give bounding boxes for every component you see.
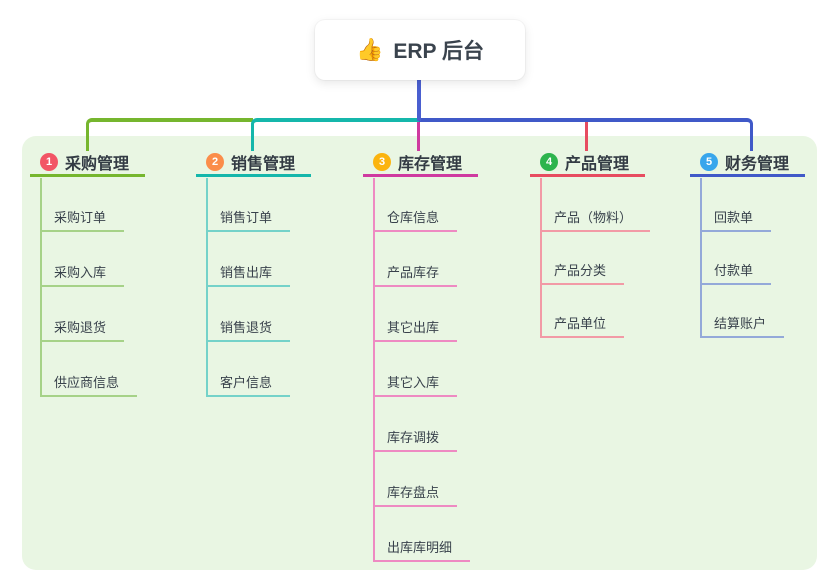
subitem-row[interactable]: 产品库存 [373, 260, 458, 287]
branch-title: 采购管理 [65, 156, 130, 173]
connector-drop-branch-4 [585, 122, 588, 151]
root-label: ERP 后台 [393, 40, 485, 63]
subitem-row[interactable]: 销售出库 [206, 260, 291, 287]
subitem-row[interactable]: 产品单位 [540, 311, 625, 338]
branch-vertical-line-3 [373, 178, 375, 562]
subitem-row[interactable]: 库存调拨 [373, 425, 458, 452]
branch-badge-3: 3 [373, 153, 391, 171]
branch-heading-2[interactable]: 2 销售管理 [196, 150, 312, 177]
branch-vertical-line-5 [700, 178, 702, 338]
subitem-row[interactable]: 其它出库 [373, 315, 458, 342]
subitem-row[interactable]: 回款单 [700, 205, 772, 232]
connector-elbow-branch-2 [251, 118, 419, 151]
branch-heading-1[interactable]: 1 采购管理 [30, 150, 146, 177]
mindmap-panel [22, 136, 817, 570]
subitem-row[interactable]: 采购订单 [40, 205, 125, 232]
branch-vertical-line-2 [206, 178, 208, 397]
subitem-row[interactable]: 产品（物料） [540, 205, 651, 232]
subitem-row[interactable]: 结算账户 [700, 311, 785, 338]
connector-elbow-branch-1 [86, 118, 253, 151]
subitem-row[interactable]: 采购入库 [40, 260, 125, 287]
subitem-row[interactable]: 出库库明细 [373, 535, 471, 562]
subitem-row[interactable]: 库存盘点 [373, 480, 458, 507]
branch-title: 产品管理 [565, 156, 630, 173]
root-node[interactable]: 👍 ERP 后台 [315, 20, 525, 80]
branch-title: 库存管理 [398, 156, 463, 173]
subitem-row[interactable]: 付款单 [700, 258, 772, 285]
branch-badge-1: 1 [40, 153, 58, 171]
connector-root-stem [417, 80, 421, 121]
subitem-row[interactable]: 销售订单 [206, 205, 291, 232]
branch-title: 财务管理 [725, 156, 790, 173]
branch-vertical-line-4 [540, 178, 542, 338]
subitem-row[interactable]: 产品分类 [540, 258, 625, 285]
connector-elbow-branch-5 [419, 118, 753, 151]
subitem-row[interactable]: 仓库信息 [373, 205, 458, 232]
subitem-row[interactable]: 供应商信息 [40, 370, 138, 397]
branch-badge-2: 2 [206, 153, 224, 171]
subitem-row[interactable]: 销售退货 [206, 315, 291, 342]
subitem-row[interactable]: 客户信息 [206, 370, 291, 397]
branch-badge-4: 4 [540, 153, 558, 171]
branch-title: 销售管理 [231, 156, 296, 173]
branch-badge-5: 5 [700, 153, 718, 171]
branch-vertical-line-1 [40, 178, 42, 397]
branch-heading-5[interactable]: 5 财务管理 [690, 150, 806, 177]
connector-drop-branch-3 [417, 122, 420, 151]
branch-heading-4[interactable]: 4 产品管理 [530, 150, 646, 177]
subitem-row[interactable]: 采购退货 [40, 315, 125, 342]
thumbs-up-icon: 👍 [355, 37, 384, 62]
subitem-row[interactable]: 其它入库 [373, 370, 458, 397]
branch-heading-3[interactable]: 3 库存管理 [363, 150, 479, 177]
